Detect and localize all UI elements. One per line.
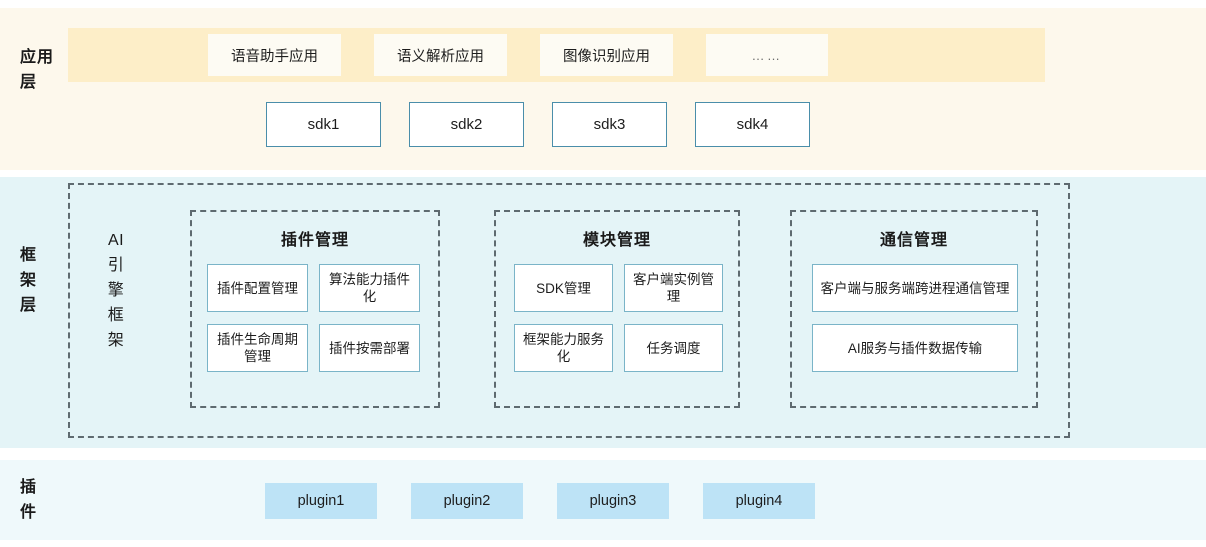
card-plugin-on-demand-deployment[interactable]: 插件按需部署 [319, 324, 420, 372]
app-chip-image-recognition[interactable]: 图像识别应用 [540, 34, 673, 76]
card-framework-capability-servitization[interactable]: 框架能力服务化 [514, 324, 613, 372]
group-module-management: 模块管理 SDK管理 客户端实例管理 框架能力服务化 任务调度 [494, 210, 740, 408]
sdk-box-2[interactable]: sdk2 [409, 102, 524, 147]
sdk-box-4[interactable]: sdk4 [695, 102, 810, 147]
group-title-module-management: 模块管理 [582, 232, 651, 249]
plugin-chip-2[interactable]: plugin2 [411, 483, 523, 519]
layer-label-framework: 框架层 [20, 247, 38, 314]
group-title-plugin-management: 插件管理 [280, 232, 349, 249]
ellipsis-text: …… [751, 47, 783, 63]
plugin-chip-4[interactable]: plugin4 [703, 483, 815, 519]
card-task-scheduling[interactable]: 任务调度 [624, 324, 723, 372]
card-client-server-ipc-management[interactable]: 客户端与服务端跨进程通信管理 [812, 264, 1018, 312]
group-plugin-management: 插件管理 插件配置管理 算法能力插件化 插件生命周期管理 插件按需部署 [190, 210, 440, 408]
layer-label-application: 应用层 [20, 49, 55, 91]
framework-layer-panel [0, 177, 1206, 448]
card-ai-service-plugin-data-transfer[interactable]: AI服务与插件数据传输 [812, 324, 1018, 372]
app-chip-voice-assistant[interactable]: 语音助手应用 [208, 34, 341, 76]
card-sdk-management[interactable]: SDK管理 [514, 264, 613, 312]
card-algorithm-capability-pluginization[interactable]: 算法能力插件化 [319, 264, 420, 312]
app-chip-semantic-parsing[interactable]: 语义解析应用 [374, 34, 507, 76]
layer-label-plugin: 插件 [20, 479, 38, 521]
card-plugin-config-management[interactable]: 插件配置管理 [207, 264, 308, 312]
sdk-box-3[interactable]: sdk3 [552, 102, 667, 147]
group-title-communication-management: 通信管理 [879, 232, 948, 249]
plugin-chip-1[interactable]: plugin1 [265, 483, 377, 519]
group-communication-management: 通信管理 客户端与服务端跨进程通信管理 AI服务与插件数据传输 [790, 210, 1038, 408]
plugin-chip-3[interactable]: plugin3 [557, 483, 669, 519]
app-chip-ellipsis[interactable]: …… [706, 34, 828, 76]
ai-engine-framework-container [68, 183, 1070, 438]
card-client-instance-management[interactable]: 客户端实例管理 [624, 264, 723, 312]
card-plugin-lifecycle-management[interactable]: 插件生命周期管理 [207, 324, 308, 372]
sdk-box-1[interactable]: sdk1 [266, 102, 381, 147]
